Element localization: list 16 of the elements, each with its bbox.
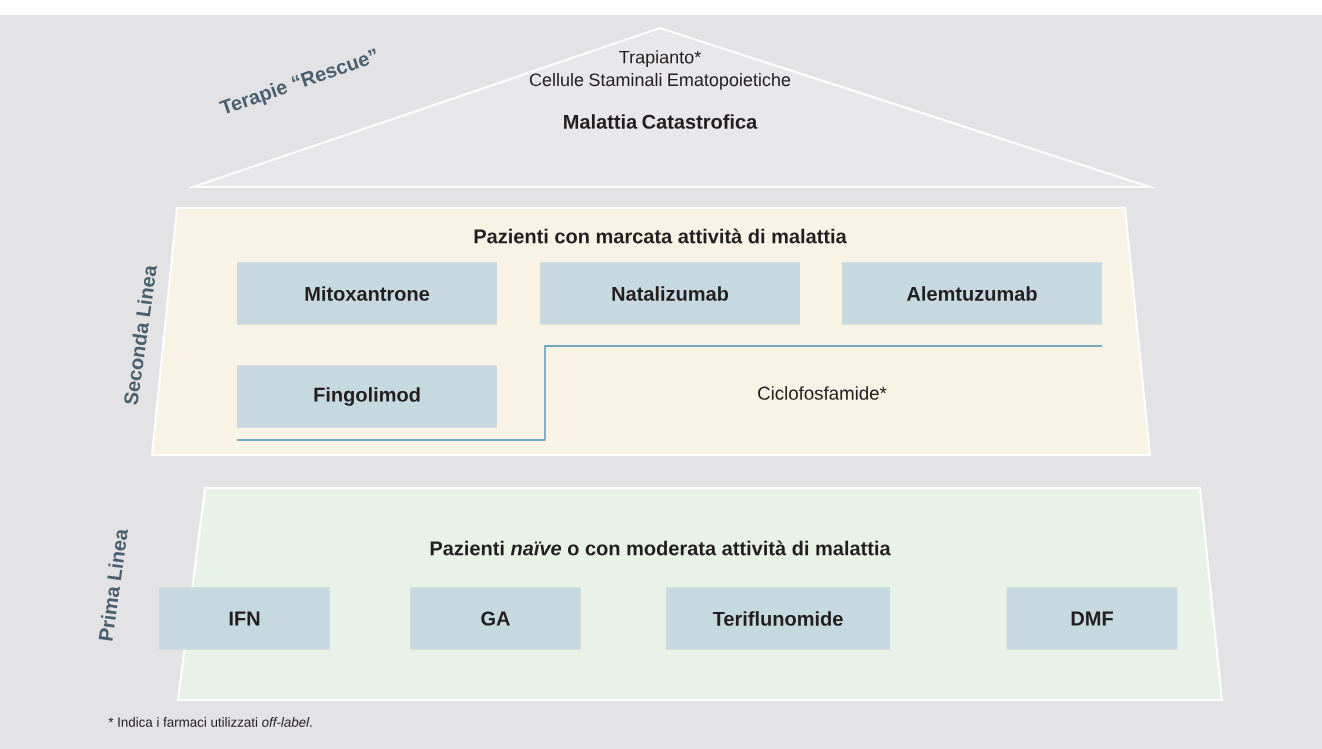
drug-box: GA [410,587,581,650]
drug-box: DMF [1006,587,1178,650]
drug-box: Mitoxantrone [237,262,497,325]
drug-label: Ciclofosfamide* [758,386,887,400]
drug-box: Fingolimod [237,365,497,428]
drug-box: Teriflunomide [666,587,890,650]
heading-text: Pazienti naïve o con moderata attività di malattia [430,540,891,556]
heading-text: Pazienti con marcata attività di malattia [474,228,847,244]
heading-text: Malattia Catastrofica [564,114,758,129]
drug-box: IFN [159,587,330,650]
footnote: * Indica i farmaci utilizzati off-label. [108,717,312,727]
drug-box: Natalizumab [540,262,800,325]
side-label: Seconda Linea [124,265,157,405]
drug-box: Alemtuzumab [842,262,1102,325]
caption-text: Trapianto* Cellule Staminali Ematopoietiche [529,50,791,90]
side-label: Prima Linea [98,529,128,641]
